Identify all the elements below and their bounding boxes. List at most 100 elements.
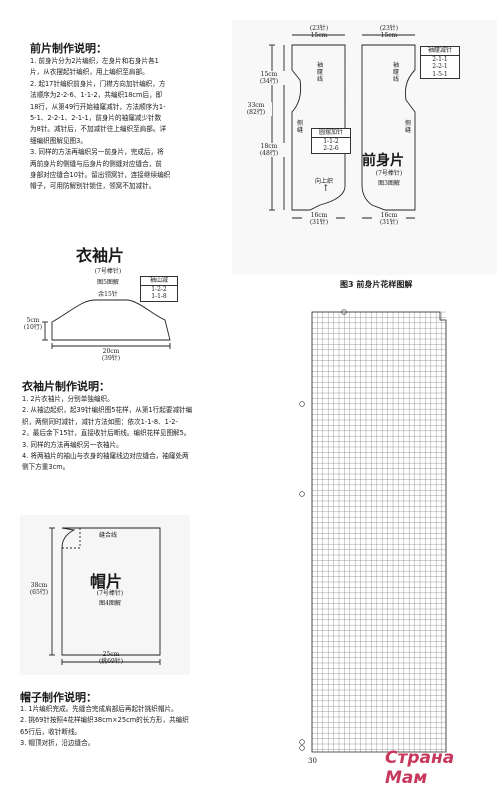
front-bottom-left-dim: 16cm (31针) — [302, 212, 336, 226]
hood-needle: (7号棒针) — [96, 590, 124, 597]
sleeve-bottom-stitches: (39针) — [101, 355, 121, 362]
round-hem-increase-box: 圆摆加针 1-1-2 2-2-6 — [311, 128, 351, 154]
page-number: 30 — [308, 757, 317, 765]
front-instructions-title: 前片制作说明： — [30, 42, 107, 55]
front-armhole-line-left: 袖窿线 — [316, 62, 323, 83]
armhole-box-line: 1-5-1 — [432, 70, 448, 78]
instruction-line: 3. 同样的方法再编织另一衣袖片。 — [22, 440, 123, 449]
sleeve-outline — [42, 299, 171, 349]
knitting-chart-grid — [311, 311, 446, 752]
sleeve-box-line: 1-2-2 — [151, 285, 167, 293]
armhole-box-line: 2-2-1 — [432, 63, 448, 70]
armhole-decrease-box: 袖窿减针 2-1-1 2-2-1 1-5-1 — [420, 46, 460, 79]
instruction-line: 织，两侧同时减针，减针方法如图：依次1-1-8、1-2- — [22, 417, 178, 426]
sleeve-bottom-dim: 20cm (39针) — [88, 348, 134, 362]
front-left-total-rows: (82行) — [246, 109, 266, 116]
sleeve-top: 余15针 — [98, 291, 118, 298]
instruction-line: 1. 2片衣袖片，分别单独编织。 — [22, 395, 114, 403]
instruction-line: 1. 1片编织完成。先缝合完成肩部后再起针挑织帽片。 — [20, 705, 178, 713]
hood-left-dim: 38cm (65行) — [27, 582, 51, 596]
front-top-right-dim: (23针) 15cm — [372, 25, 406, 39]
chart-title: 图3 前身片花样图解 — [340, 280, 413, 289]
instruction-line: 2，最后余下15针，直接收针后断线。编织花样见图解5。 — [22, 429, 191, 438]
front-top-left-cm: 15cm — [310, 32, 328, 39]
chart-row-markers — [299, 309, 347, 751]
hem-box-line: 2-2-6 — [323, 145, 339, 152]
front-bottom-left-cm: 16cm — [310, 212, 328, 219]
armhole-box-line: 袖窿减针 — [421, 47, 459, 56]
front-bottom-right-stitches: (31针) — [379, 219, 399, 226]
instruction-line: 细编织图解见图3。 — [30, 136, 87, 145]
front-top-right-cm: 15cm — [380, 32, 398, 39]
sleeve-needle: (7号棒针) — [94, 268, 122, 275]
front-side-seam-right: 侧缝 — [404, 120, 411, 134]
front-side-seam-left: 侧缝 — [296, 120, 303, 134]
sleeve-instructions-body: 1. 2片衣袖片，分别单独编织。 2. 从袖边起织，起39针编织图5花样，从第1行… — [22, 394, 242, 474]
front-left-lower-cm: 18cm — [260, 143, 278, 150]
hood-fig: 图4图解 — [99, 600, 121, 607]
instruction-line: 帽子，可用防解别针锁住，领窝不加减针。 — [30, 182, 156, 191]
sleeve-fig: 图5图解 — [97, 279, 119, 286]
sleeve-instructions-title: 衣袖片制作说明： — [22, 380, 110, 393]
instruction-line: 4. 将两袖片的袖山与衣身的袖窿线边对应缝合，袖窿处两 — [22, 452, 189, 461]
instruction-line: 为8针。减针后，不加减针往上编织至肩部。详 — [30, 125, 167, 134]
sleeve-left-dim: 5cm (10行) — [22, 317, 44, 331]
instruction-line: 5-1、2-2-1、2-1-1，前身片的袖窿减少针数 — [30, 114, 162, 123]
instruction-line: 身部对应缝合10针。留出领窝针，连接继续编织 — [30, 171, 171, 180]
instruction-line: 法顺序为2-2-6、1-1-2，共编织18cm后，即 — [30, 91, 163, 100]
hood-bottom-stitches: (挑69针) — [98, 658, 124, 665]
front-left-total-cm: 33cm — [247, 102, 265, 109]
instruction-line: 3. 同样的方法再编织另一前身片，完成后，将 — [30, 148, 164, 157]
sleeve-left-cm: 5cm — [26, 317, 40, 324]
front-bottom-right-dim: 16cm (31针) — [372, 212, 406, 226]
sleeve-bottom-cm: 20cm — [102, 348, 120, 355]
instruction-line: 18行，从第49行开始袖窿减针，方法顺序为1- — [30, 102, 166, 111]
hood-outline — [20, 515, 190, 675]
sleeve-title: 衣袖片 — [76, 246, 125, 265]
hood-bottom-dim: 25cm (挑69针) — [86, 651, 136, 665]
front-left-lower-dim: 18cm (48行) — [253, 143, 285, 157]
front-fig: 图3图解 — [378, 180, 400, 187]
sleeve-left-rows: (10行) — [23, 324, 43, 331]
hood-title: 帽片 — [90, 572, 123, 591]
front-left-upper-rows: (34行) — [259, 78, 279, 85]
front-title: 前身片 — [362, 153, 404, 169]
armhole-box-line: 2-1-1 — [432, 55, 448, 63]
hood-left-cm: 38cm — [30, 582, 48, 589]
front-bottom-right-cm: 16cm — [380, 212, 398, 219]
front-instructions-body: 1. 前身片分为2片编织，左身片和右身片各1 片，从衣摆起针编织，用上编织至肩部。… — [30, 56, 230, 193]
up-arrow-icon: ↑ — [322, 184, 330, 194]
hood-seam: 缝合线 — [98, 532, 117, 539]
hood-instructions-body: 1. 1片编织完成。先缝合完成肩部后再起针挑织帽片。 2. 挑69针按照4花样编织… — [20, 704, 245, 750]
chart-outline — [311, 311, 447, 753]
front-top-left-dim: (23针) 15cm — [302, 25, 336, 39]
hem-box-line: 1-1-2 — [323, 137, 339, 145]
hood-left-rows: (65行) — [29, 589, 49, 596]
instruction-line: 65行后，收针断线。 — [20, 727, 82, 736]
instruction-line: 侧下方重3cm。 — [22, 463, 70, 472]
hood-instructions-title: 帽子制作说明： — [20, 691, 97, 704]
instruction-line: 2. 起17针编织前身片，门襟方向加针编织，方 — [30, 79, 166, 88]
front-left-upper-dim: 15cm (34行) — [253, 71, 285, 85]
knit-upward-label: 向上织 — [314, 178, 333, 185]
sleeve-decrease-box: 袖山减 1-2-2 1-1-8 — [140, 276, 178, 302]
front-left-lower-rows: (48行) — [259, 150, 279, 157]
hem-box-line: 圆摆加针 — [312, 129, 350, 138]
front-top-right-stitches: (23针) — [379, 25, 399, 32]
front-needle: (7号棒针) — [375, 170, 403, 177]
sleeve-box-line: 1-1-8 — [151, 293, 167, 300]
front-left-total-dim: 33cm (82行) — [240, 102, 272, 116]
instruction-line: 3. 帽顶对折，沿边缝合。 — [20, 739, 95, 748]
instruction-line: 2. 挑69针按照4花样编织38cm×25cm的长方形，共编织 — [20, 716, 189, 725]
instruction-line: 1. 前身片分为2片编织，左身片和右身片各1 — [30, 57, 159, 65]
front-bottom-left-stitches: (31针) — [309, 219, 329, 226]
sleeve-box-line: 袖山减 — [141, 277, 177, 286]
instruction-line: 两前身片的侧缝与后身片的侧缝对应缝合，前 — [30, 159, 162, 168]
watermark-logo: Страна Мам — [385, 748, 455, 788]
instruction-line: 片，从衣摆起针编织，用上编织至肩部。 — [30, 68, 149, 77]
front-armhole-line-right: 袖窿线 — [392, 62, 399, 83]
front-left-upper-cm: 15cm — [260, 71, 278, 78]
front-top-left-stitches: (23针) — [309, 25, 329, 32]
hood-bottom-cm: 25cm — [102, 651, 120, 658]
instruction-line: 2. 从袖边起织，起39针编织图5花样，从第1行起要减针编 — [22, 406, 193, 415]
